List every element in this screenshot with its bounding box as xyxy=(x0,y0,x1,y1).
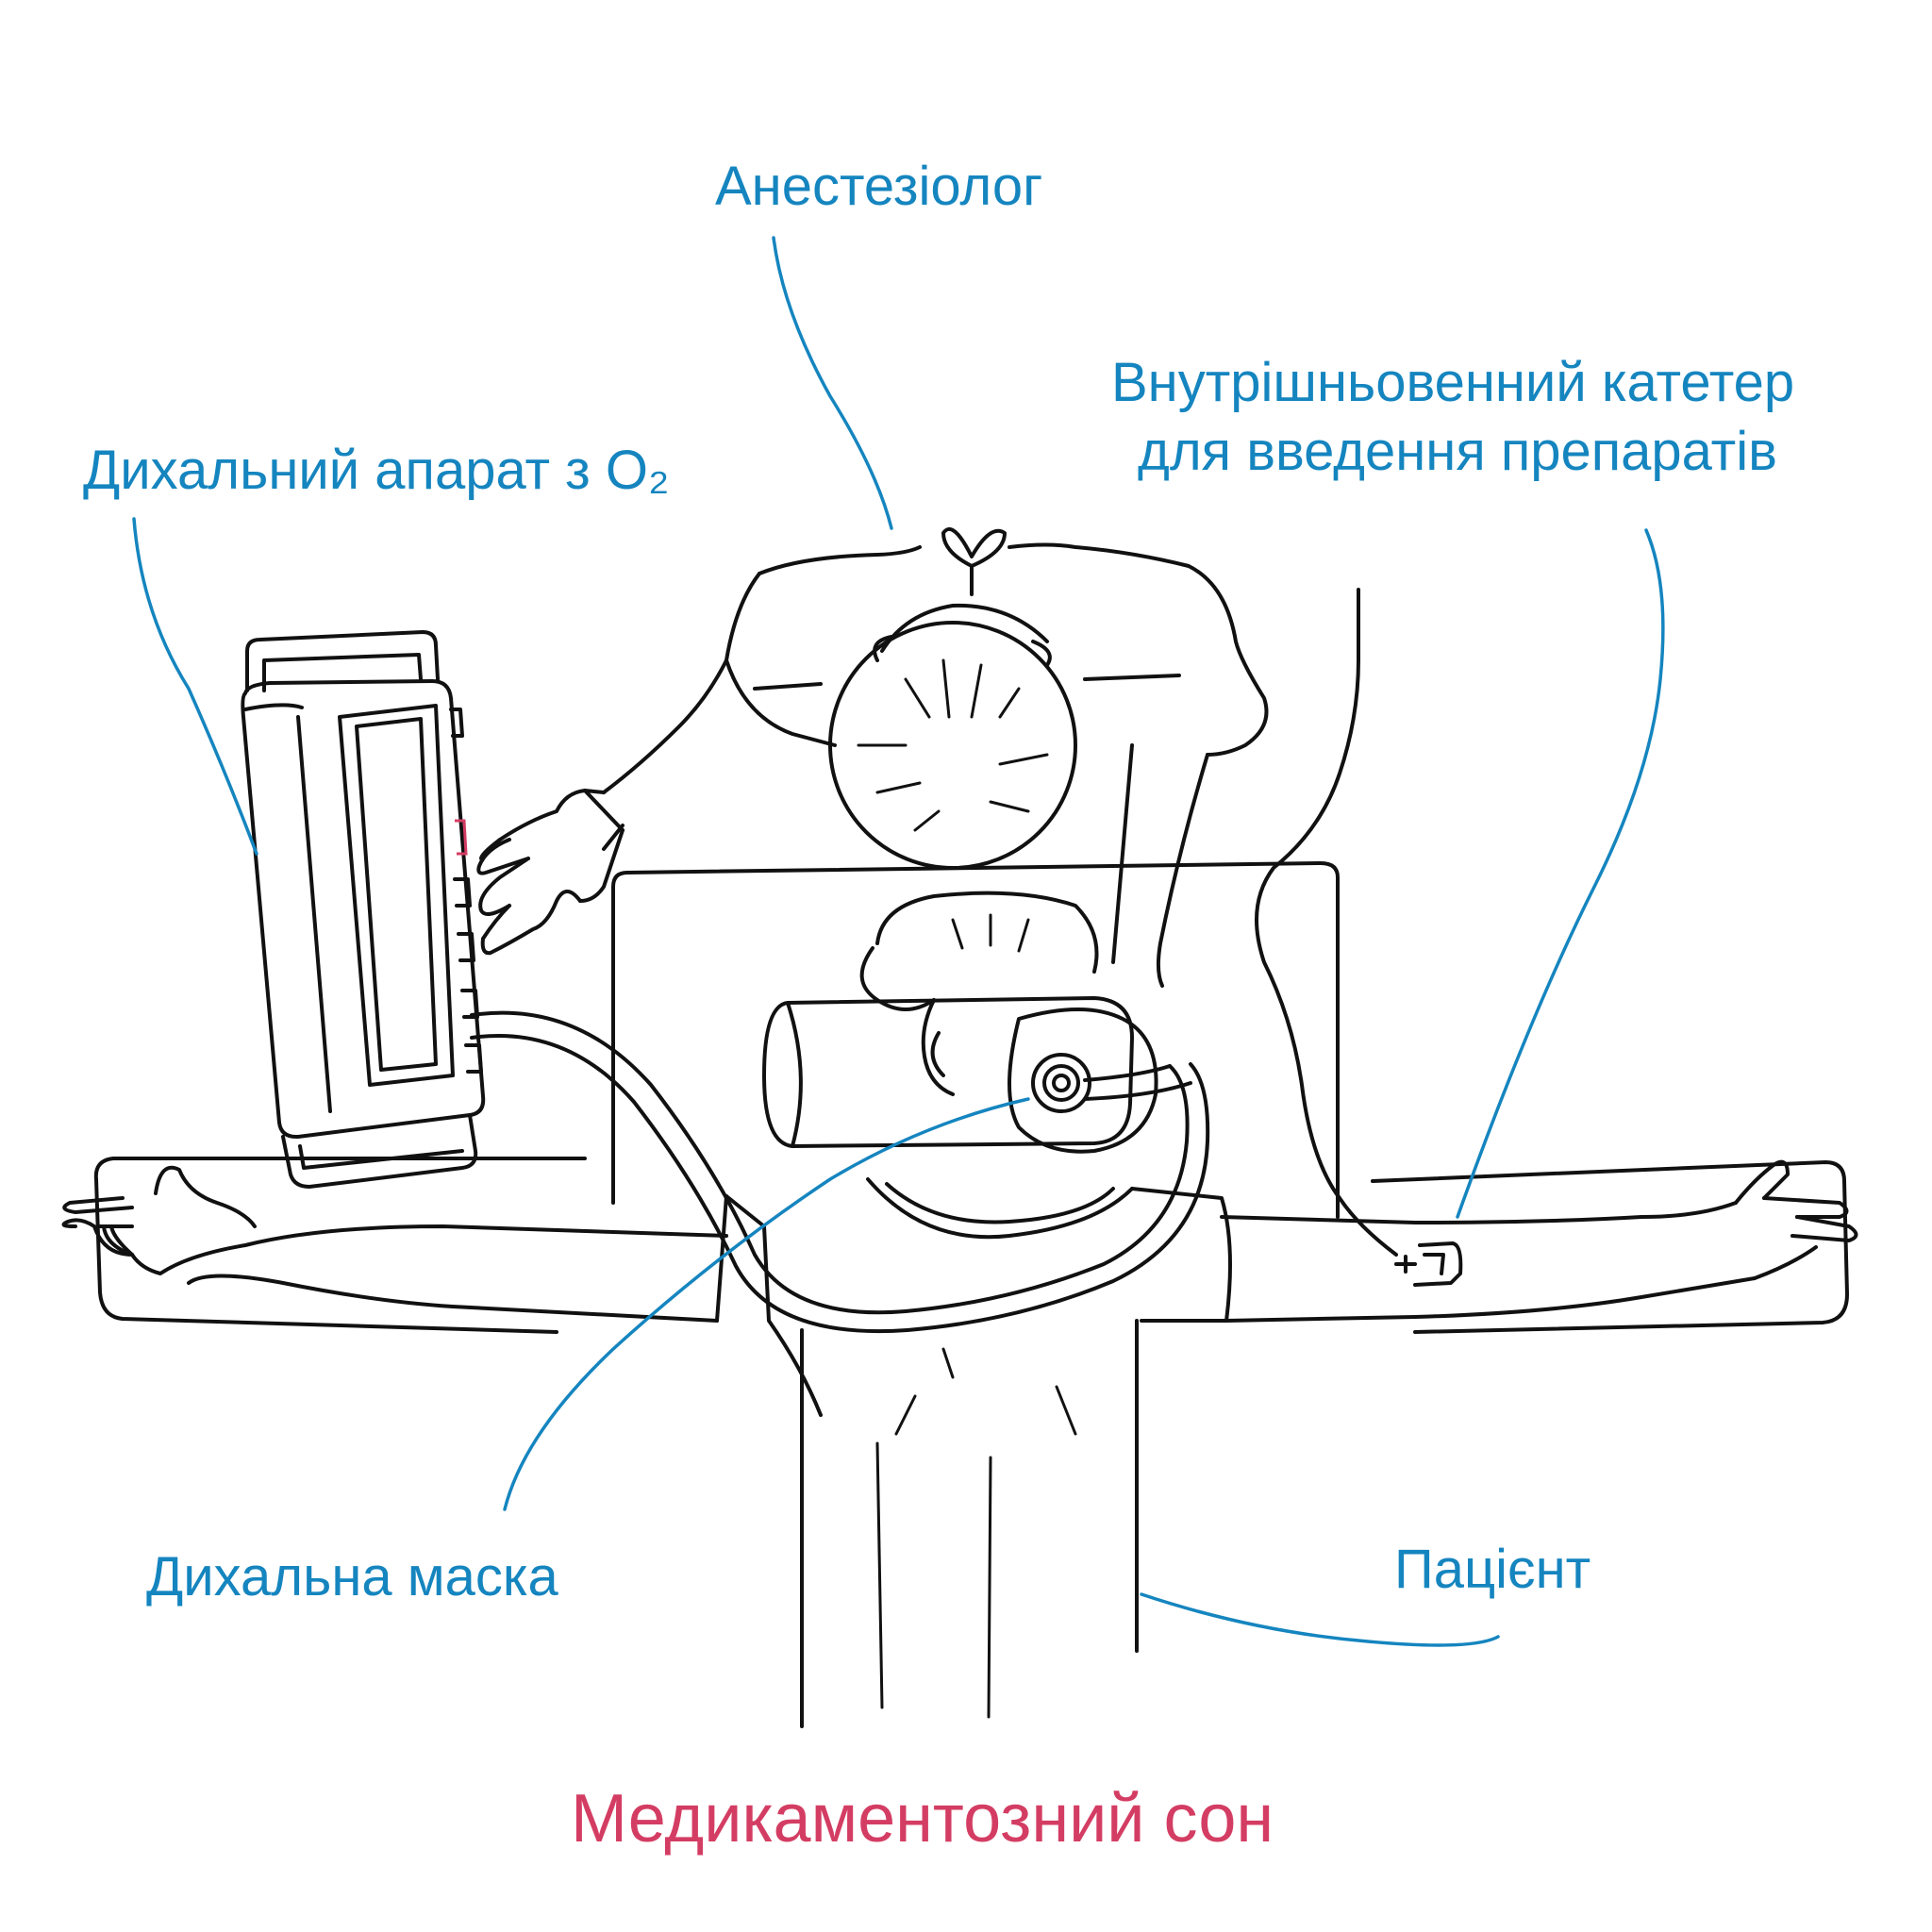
breathing-hose xyxy=(470,1010,1210,1334)
leader-catheter xyxy=(1456,528,1665,1219)
label-patient: Пацієнт xyxy=(1394,1539,1591,1600)
caption-title: Медикаментозний сон xyxy=(571,1781,1274,1857)
leader-mask xyxy=(503,1097,1030,1511)
leader-patient xyxy=(1140,1592,1500,1647)
patient xyxy=(61,588,1858,1728)
label-breathing-mask: Дихальна маска xyxy=(146,1546,558,1607)
leader-apparatus xyxy=(132,517,258,856)
label-catheter-line2: для введення препаратів xyxy=(1138,421,1777,482)
anesthesiologist xyxy=(476,526,1269,988)
breathing-apparatus xyxy=(241,630,486,1189)
leader-lines xyxy=(132,236,1665,1647)
label-catheter-line1: Внутрішньовенний катетер xyxy=(1111,352,1795,413)
label-anesthesiologist: Анестезіолог xyxy=(715,156,1043,217)
label-breathing-apparatus: Дихальний апарат з O₂ xyxy=(83,440,670,501)
operating-table xyxy=(93,861,1849,1334)
leader-anesthesiologist xyxy=(772,236,893,530)
